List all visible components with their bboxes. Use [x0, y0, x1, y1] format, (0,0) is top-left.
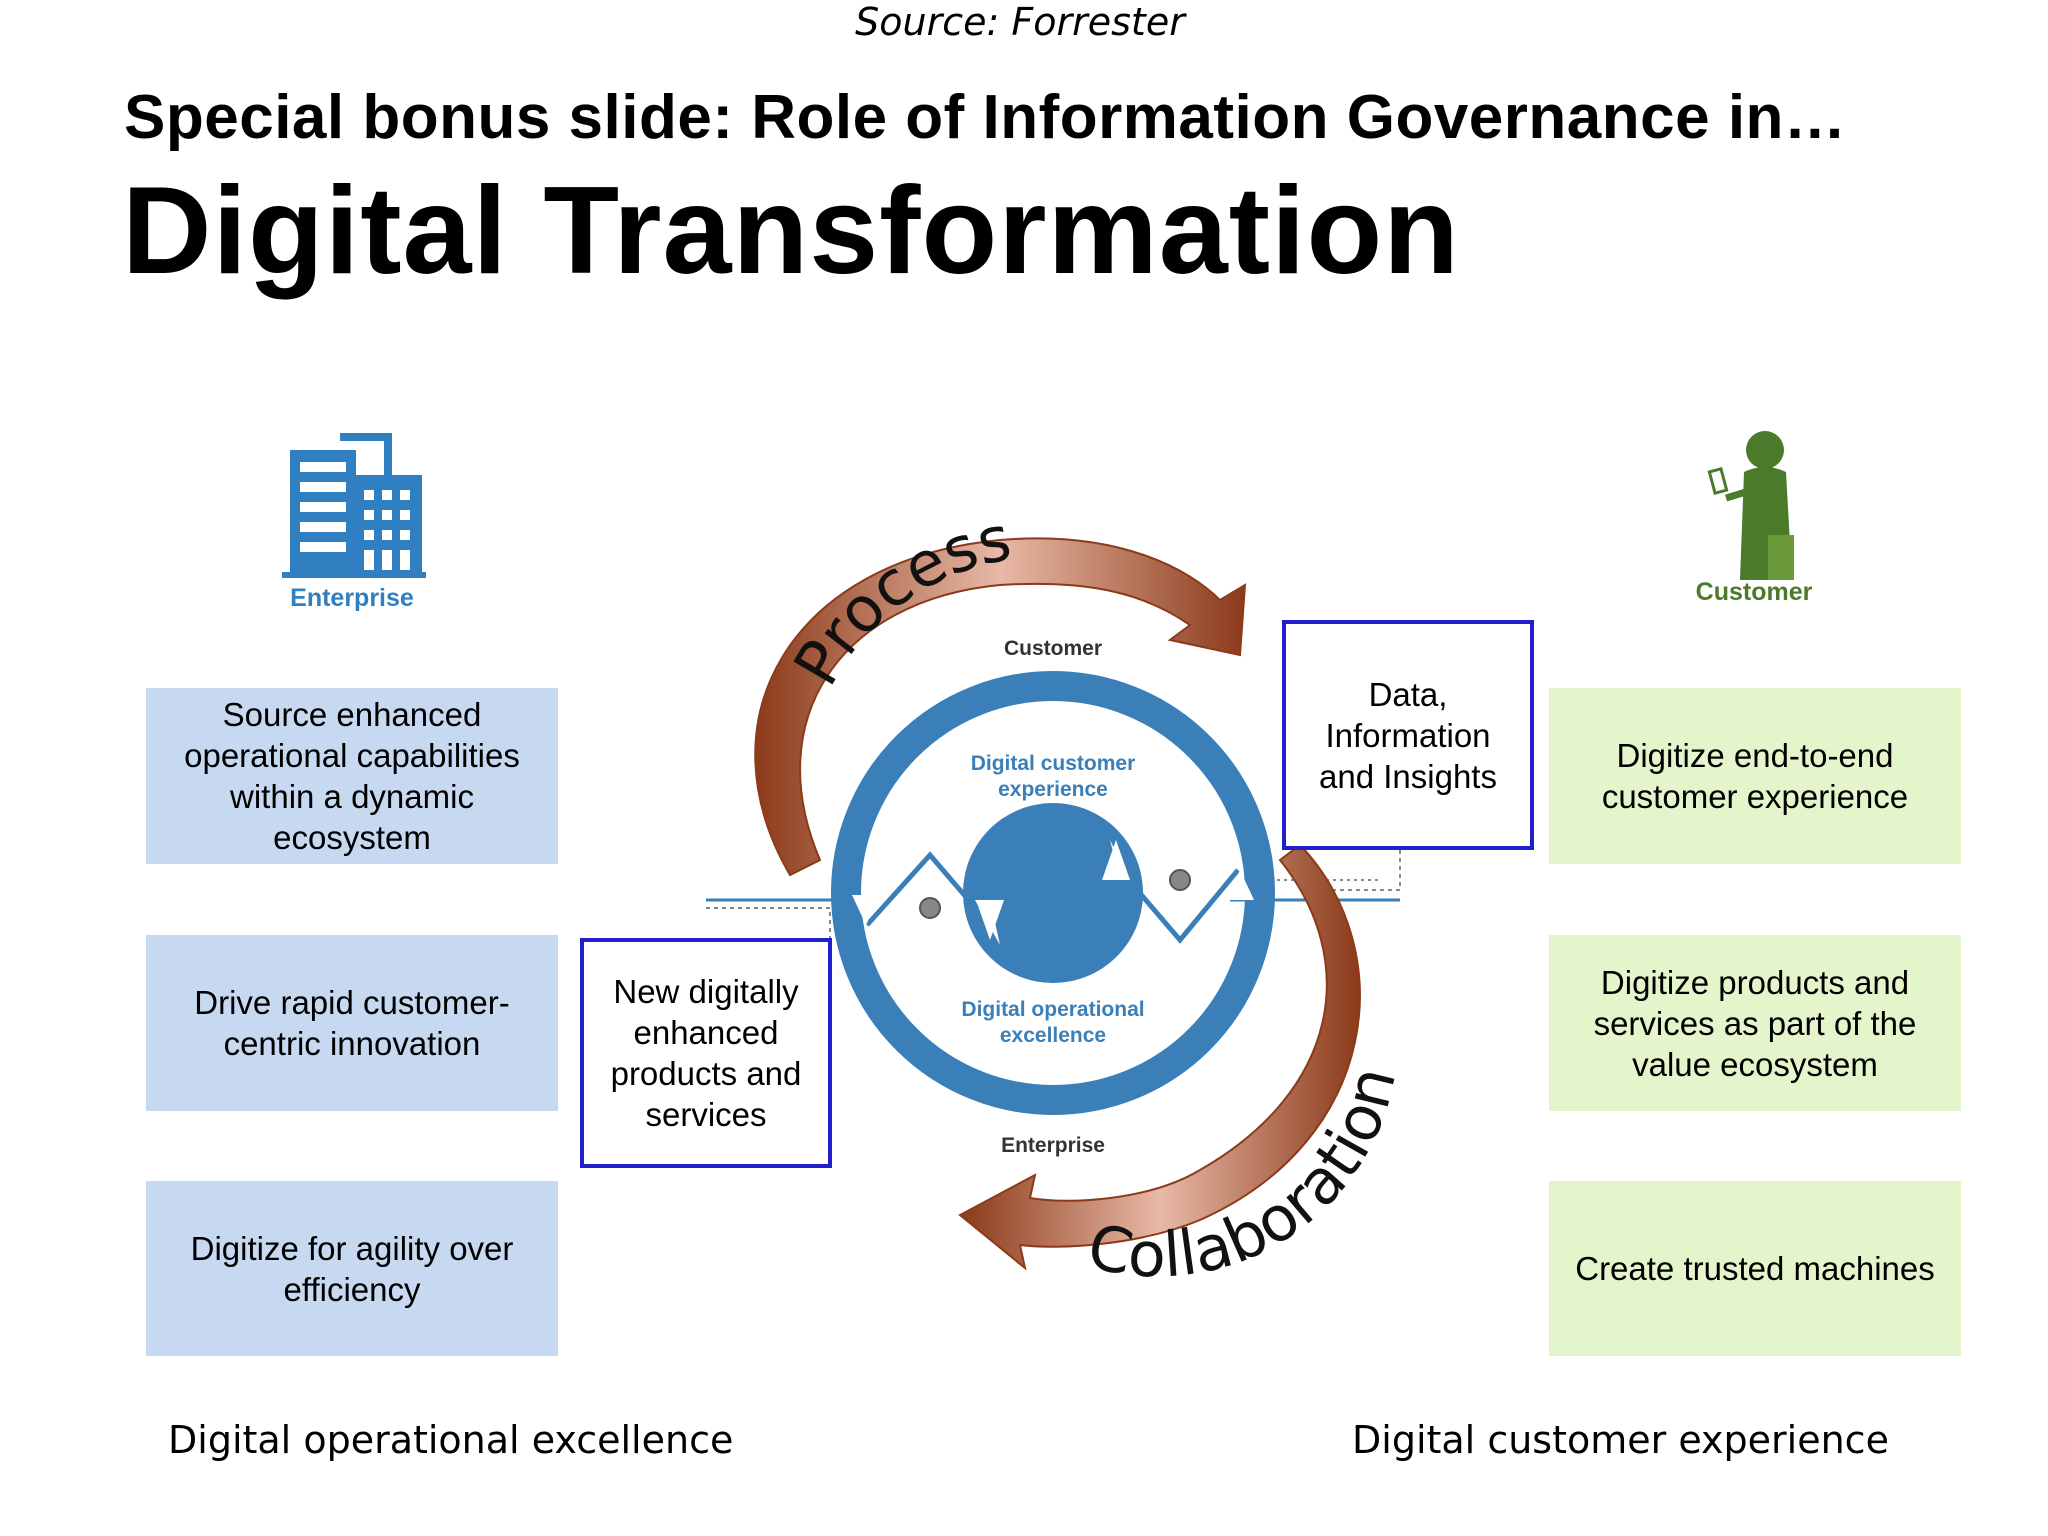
- products-services-box: New digitally enhanced products and serv…: [580, 938, 832, 1168]
- right-box-2: Digitize products and services as part o…: [1549, 935, 1961, 1111]
- inner-bottom-label-1: Digital operational: [961, 998, 1144, 1021]
- collaboration-arrow: [958, 843, 1361, 1271]
- enterprise-building-icon: [282, 433, 426, 578]
- data-insights-box: Data, Information and Insights: [1282, 620, 1534, 850]
- right-box-3: Create trusted machines: [1549, 1181, 1961, 1356]
- customer-person-icon: [1707, 431, 1794, 580]
- customer-icon-label: Customer: [1696, 578, 1813, 606]
- footer-left-label: Digital operational excellence: [168, 1418, 734, 1462]
- inner-top-label-1: Digital customer: [971, 752, 1136, 775]
- inner-bottom-label-2: excellence: [1000, 1024, 1106, 1047]
- inner-top-label-2: experience: [998, 778, 1108, 801]
- process-arrow: [754, 537, 1247, 877]
- source-citation: Source: Forrester: [855, 0, 1185, 44]
- slide-title: Digital Transformation: [122, 162, 1460, 300]
- ring-bottom-label: Enterprise: [1001, 1134, 1105, 1157]
- ring-top-label: Customer: [1004, 637, 1102, 660]
- left-box-1: Source enhanced operational capabilities…: [146, 688, 558, 864]
- left-box-3: Digitize for agility over efficiency: [146, 1181, 558, 1356]
- left-box-2: Drive rapid customer-centric innovation: [146, 935, 558, 1111]
- right-box-1: Digitize end-to-end customer experience: [1549, 688, 1961, 864]
- process-label: Process: [779, 501, 1017, 697]
- slide-subtitle: Special bonus slide: Role of Information…: [124, 83, 1847, 152]
- enterprise-icon-label: Enterprise: [290, 584, 414, 612]
- footer-right-label: Digital customer experience: [1352, 1418, 1889, 1462]
